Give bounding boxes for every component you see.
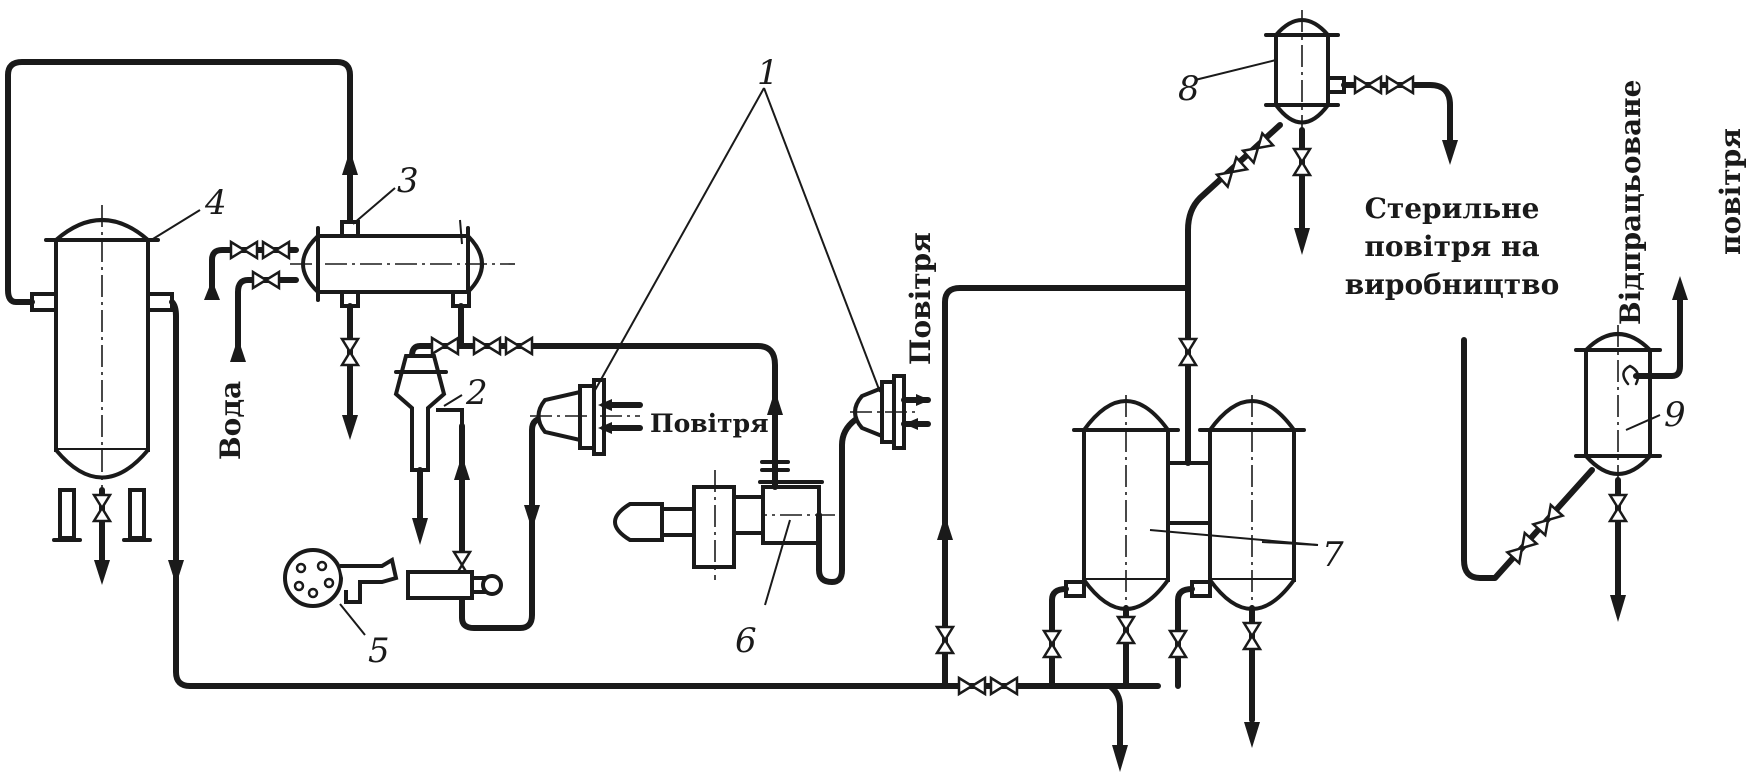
label-number-1: 1: [757, 53, 779, 93]
separator-2: [393, 354, 464, 472]
label-sterile-air-2: повітря на: [1364, 230, 1539, 263]
label-number-3: 3: [397, 161, 419, 201]
heat-exchanger-3: [290, 220, 515, 308]
label-number-6: 6: [735, 621, 757, 661]
water-line-upper: [209, 247, 299, 293]
sterile-air-outlet: [1341, 82, 1453, 143]
sterile-filter-7-right: [1190, 395, 1306, 620]
label-air-inlet: Повітря: [904, 232, 937, 365]
pipe-compressor-outlet: [459, 415, 548, 631]
label-water: Вода: [214, 381, 247, 460]
label-number-4: 4: [204, 183, 227, 223]
collector-8: [1264, 10, 1346, 170]
filter-1-left: [530, 378, 640, 456]
label-number-2: 2: [465, 373, 488, 413]
pipe-blower-to-filter-right: [816, 417, 858, 585]
tank-4: [30, 205, 174, 542]
main-header-bottom: [169, 299, 1161, 689]
label-number-5: 5: [368, 631, 390, 671]
pipe-to-collector-8: [1185, 122, 1283, 291]
pipe-exchanger-to-filters: [458, 343, 778, 483]
label-exhaust-air-1: Відпрацьоване: [1614, 80, 1647, 325]
pipe-to-separator-9: [1461, 337, 1595, 581]
blower-6: [613, 470, 835, 580]
water-line-lower: [235, 277, 299, 353]
exhaust-air-outlet: [1633, 297, 1683, 379]
compressor-5: [283, 548, 503, 608]
label-sterile-air-3: виробництво: [1345, 268, 1560, 301]
pipe-tank4-to-exchanger3: [5, 59, 353, 305]
pipe-exchanger-to-separator: [409, 303, 464, 359]
label-exhaust-air-2: повітря: [1714, 128, 1747, 255]
pipe-air-to-sterile-filters: [942, 285, 1191, 689]
sterile-filter-7-left: [1064, 395, 1180, 620]
filter-1-right: [850, 374, 920, 450]
tank-4-bottom-drain: [92, 487, 112, 585]
label-sterile-air-1: Стерильне: [1365, 192, 1540, 225]
label-number-7: 7: [1322, 535, 1344, 575]
label-air-filter: Повітря: [650, 409, 769, 438]
sterile-filter-7-connector: [1166, 461, 1212, 525]
label-number-9: 9: [1664, 395, 1686, 435]
label-number-8: 8: [1178, 69, 1200, 109]
